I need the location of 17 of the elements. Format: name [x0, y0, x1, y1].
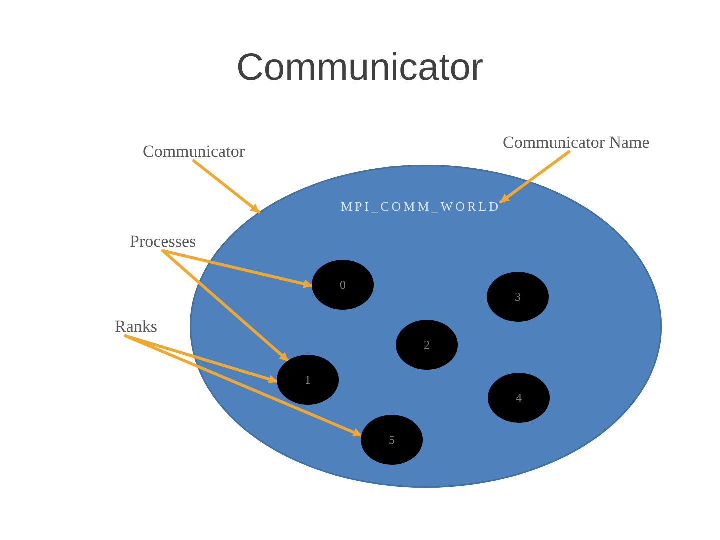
leader-arrow [192, 160, 261, 214]
leader-arrow [124, 334, 363, 438]
callout-label: Communicator [143, 143, 245, 161]
communicator-name: MPI_COMM_WORLD [341, 199, 501, 215]
process-circle: 1 [277, 355, 339, 405]
process-circle: 5 [361, 415, 423, 465]
process-circle: 3 [487, 272, 549, 322]
leader-arrow [162, 250, 314, 288]
process-circle: 4 [488, 373, 550, 423]
leader-arrow [162, 250, 290, 362]
callout-label: Communicator Name [503, 134, 650, 152]
title: Communicator [236, 46, 484, 90]
process-circle: 2 [396, 320, 458, 370]
leader-arrow [500, 150, 571, 204]
callout-label: Ranks [115, 318, 158, 336]
callout-label: Processes [130, 233, 196, 251]
process-circle: 0 [312, 260, 374, 310]
